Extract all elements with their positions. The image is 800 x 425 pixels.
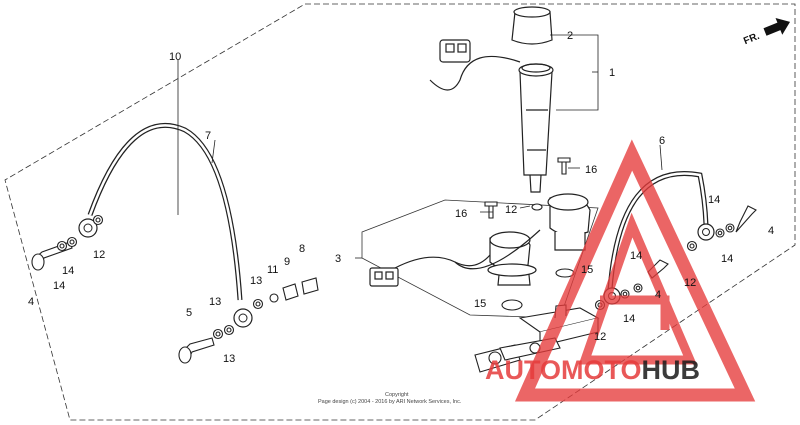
hose-7 [78, 123, 253, 328]
callout-14f: 14 [623, 313, 635, 325]
callout-4b: 4 [655, 289, 661, 301]
callout-14c: 14 [708, 194, 720, 206]
callout-14e: 14 [630, 250, 642, 262]
callout-2: 2 [567, 30, 573, 42]
callout-12d: 12 [594, 331, 606, 343]
callout-11: 11 [267, 264, 278, 276]
callout-16a: 16 [585, 164, 597, 176]
callout-3: 3 [335, 253, 341, 265]
watermark-logo [514, 139, 756, 402]
fr-label: FR. [742, 31, 761, 47]
callout-12a: 12 [93, 249, 105, 261]
watermark-moto: MOTO [561, 355, 642, 385]
callout-12b: 12 [505, 204, 517, 216]
watermark-auto: AUTO [485, 355, 561, 385]
copyright-line-2: Page design (c) 2004 - 2016 by ARI Netwo… [318, 399, 462, 405]
callout-10: 10 [169, 51, 181, 63]
callout-7: 7 [205, 130, 211, 142]
callout-1: 1 [609, 67, 615, 79]
cylinder-unit [429, 6, 554, 193]
callout-15b: 15 [474, 298, 486, 310]
watermark-hub: HUB [642, 355, 701, 385]
actuator-assembly [369, 193, 591, 287]
callout-14d: 14 [721, 253, 733, 265]
callout-9: 9 [284, 256, 290, 268]
callout-16b: 16 [455, 208, 467, 220]
callout-13c: 13 [223, 353, 235, 365]
watermark-text: AUTOMOTOHUB [485, 355, 700, 385]
callout-13a: 13 [250, 275, 262, 287]
copyright-line-1: Copyright [385, 392, 409, 398]
callout-13b: 13 [209, 296, 221, 308]
callout-4c: 4 [768, 225, 774, 237]
front-direction-indicator: FR. [742, 18, 791, 47]
callout-14b: 14 [53, 280, 65, 292]
callout-5: 5 [186, 307, 192, 319]
assembly-boundary [4, 3, 796, 421]
callout-12c: 12 [684, 277, 696, 289]
leader-lines [177, 34, 663, 259]
callout-4a: 4 [28, 296, 34, 308]
callout-14a: 14 [62, 265, 74, 277]
callout-8: 8 [299, 243, 305, 255]
callout-6: 6 [659, 135, 665, 147]
callout-labels: 1 2 3 4 4 4 5 6 7 8 9 10 11 12 12 12 12 … [28, 30, 774, 365]
callout-15a: 15 [581, 264, 593, 276]
arrow-right-icon [763, 18, 791, 36]
